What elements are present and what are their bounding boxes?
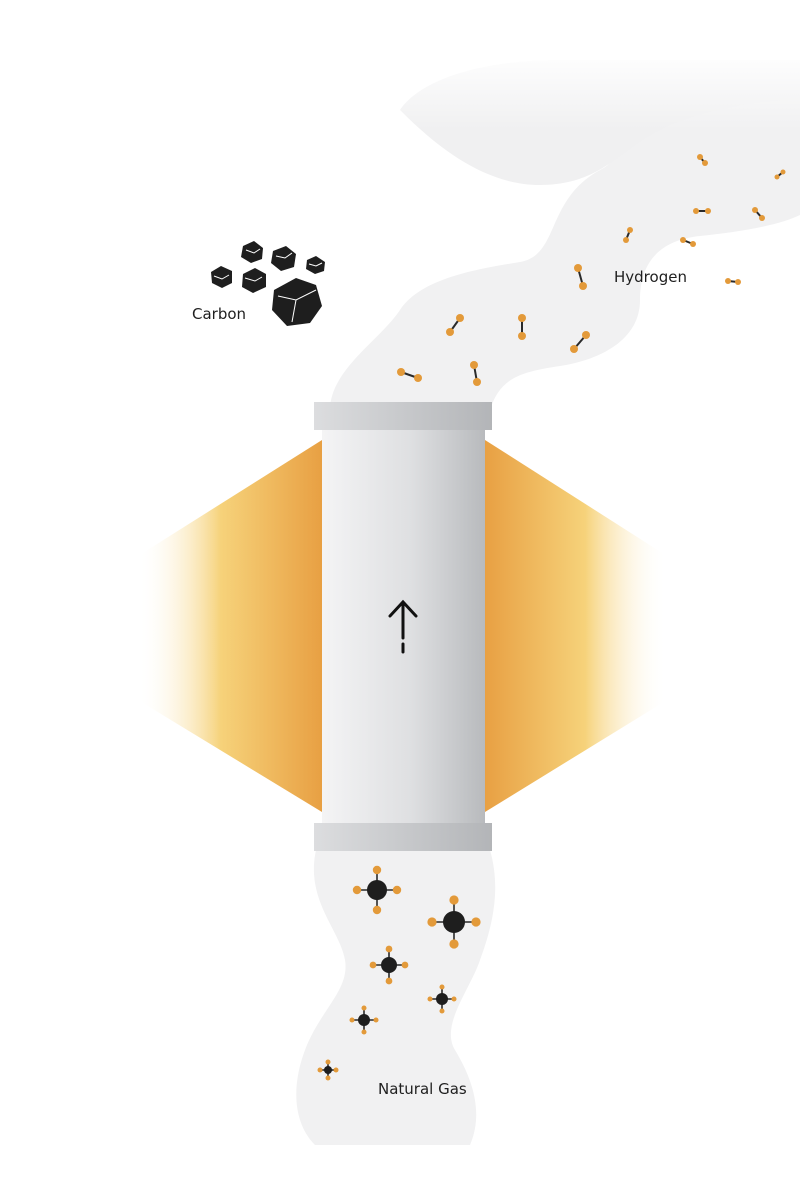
carbon-label: Carbon: [192, 305, 247, 323]
hydrogen-molecule: [397, 368, 422, 382]
natural-gas-label: Natural Gas: [378, 1080, 467, 1098]
hydrogen-molecule: [697, 154, 708, 166]
methane-molecule: [352, 865, 402, 915]
hydrogen-molecule: [752, 207, 765, 221]
hydrogen-molecule: [446, 314, 464, 336]
methane-molecule: [349, 1005, 379, 1035]
hydrogen-molecule: [470, 361, 481, 386]
arrow-up-icon: [388, 599, 418, 654]
reactor-top-cap: [314, 402, 492, 430]
methane-molecule: [427, 895, 481, 949]
methane-molecule-icon: [317, 865, 481, 1081]
hydrogen-molecule: [693, 208, 711, 214]
hydrogen-molecule: [570, 331, 590, 353]
heat-left: [138, 440, 322, 812]
hydrogen-molecule-icon: [397, 154, 786, 386]
methane-molecule: [317, 1059, 339, 1081]
reactor-bottom-cap: [314, 823, 492, 851]
methane-molecule: [427, 984, 457, 1014]
plume-fade: [380, 50, 800, 130]
methane-molecule: [369, 945, 409, 985]
natural-gas-plume: [296, 850, 496, 1145]
hydrogen-molecule: [725, 278, 741, 285]
hydrogen-molecule: [680, 237, 696, 247]
hydrogen-molecule: [574, 264, 587, 290]
carbon-particle-icon: [211, 241, 325, 326]
hydrogen-label: Hydrogen: [614, 268, 687, 286]
hydrogen-molecule: [774, 169, 786, 180]
hydrogen-molecule: [518, 314, 526, 340]
heat-right: [485, 440, 667, 812]
hydrogen-molecule: [623, 227, 633, 243]
